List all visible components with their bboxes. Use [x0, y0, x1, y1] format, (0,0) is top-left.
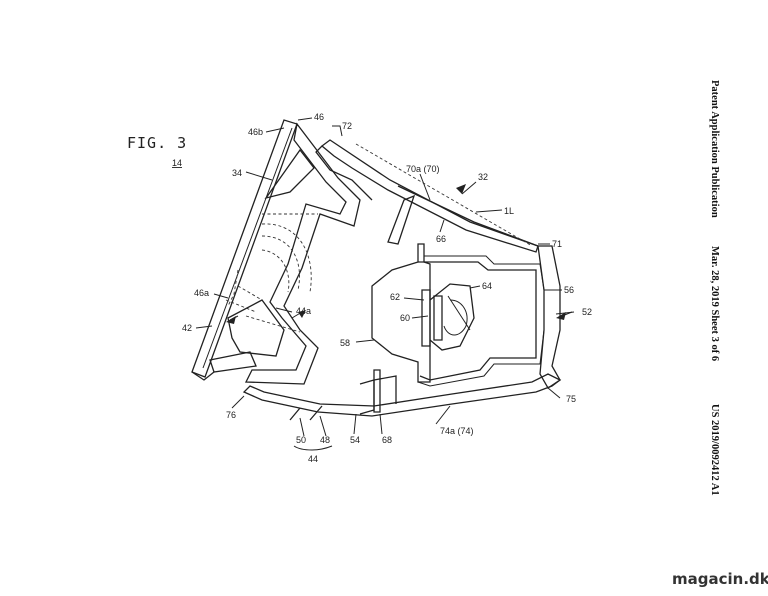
label-70a: 70a (70) [406, 164, 440, 174]
label-44: 44 [308, 454, 318, 464]
label-60: 60 [400, 313, 410, 323]
label-52: 52 [582, 307, 592, 317]
label-56: 56 [564, 285, 574, 295]
light-guide-dashed [225, 213, 318, 333]
label-32: 32 [478, 172, 488, 182]
label-58: 58 [340, 338, 350, 348]
label-34: 34 [232, 168, 242, 178]
watermark: magacin.dk [672, 570, 768, 588]
wall-34 [209, 122, 361, 385]
upper-cover-70 [315, 139, 539, 253]
light-module-58 [359, 243, 475, 415]
leader-lines [195, 117, 575, 451]
label-44a: 44a [296, 306, 311, 316]
lower-housing-74 [242, 373, 562, 421]
label-48: 48 [320, 435, 330, 445]
label-71: 71 [552, 239, 562, 249]
figure-reference: 14 [172, 158, 182, 168]
sidebar-date-sheet: Mar. 28, 2019 Sheet 3 of 6 [709, 246, 720, 361]
label-75: 75 [566, 394, 576, 404]
sidebar-publication: Patent Application Publication [709, 80, 720, 218]
figure-title: FIG. 3 [127, 134, 187, 152]
label-54: 54 [350, 435, 360, 445]
label-66: 66 [436, 234, 446, 244]
label-1L: 1L [504, 206, 514, 216]
label-46a: 46a [194, 288, 209, 298]
label-62: 62 [390, 292, 400, 302]
sidebar-number: US 2019/0092412 A1 [709, 404, 720, 496]
label-72: 72 [342, 121, 352, 131]
patent-sidebar: Patent Application Publication Mar. 28, … [709, 80, 720, 496]
label-64: 64 [482, 281, 492, 291]
label-76: 76 [226, 410, 236, 420]
label-74a: 74a (74) [440, 426, 474, 436]
label-42: 42 [182, 323, 192, 333]
reflector-66 [387, 194, 545, 387]
label-68: 68 [382, 435, 392, 445]
label-46: 46 [314, 112, 324, 122]
direction-arrows [226, 184, 573, 324]
label-46b: 46b [248, 127, 263, 137]
label-50: 50 [296, 435, 306, 445]
